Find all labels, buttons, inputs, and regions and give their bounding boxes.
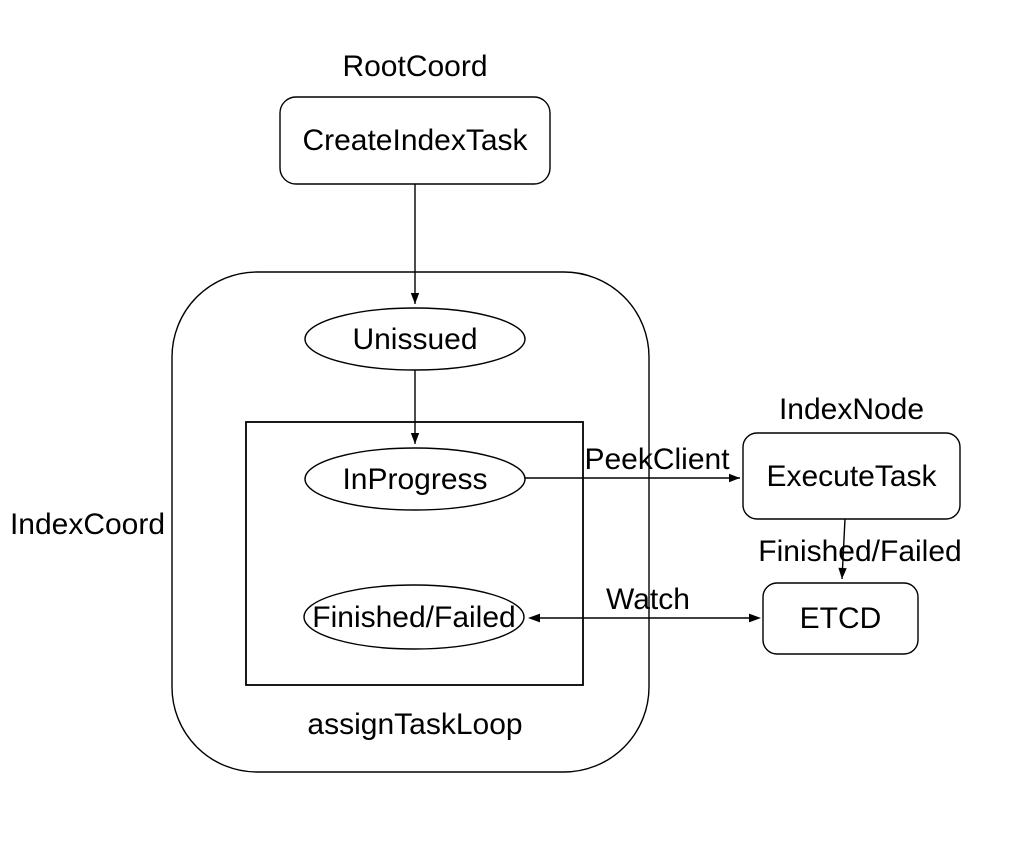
etcd-node-label: ETCD xyxy=(799,602,882,635)
finished-failed-edge-label: Finished/Failed xyxy=(758,534,962,568)
in-progress-state-label: InProgress xyxy=(342,462,488,496)
assign-task-loop-label: assignTaskLoop xyxy=(307,707,523,741)
unissued-state-label: Unissued xyxy=(352,322,478,356)
arrow-execute-task-to-etcd xyxy=(838,518,847,580)
watch-edge-label: Watch xyxy=(606,582,690,616)
root-coord-label: RootCoord xyxy=(342,49,488,83)
in-progress-ellipse xyxy=(304,447,526,511)
execute-task-box xyxy=(742,432,961,520)
index-coord-label: IndexCoord xyxy=(9,507,166,541)
execute-task-node-label: ExecuteTask xyxy=(766,459,937,493)
index-coord-container xyxy=(171,271,650,773)
finished-failed-ellipse xyxy=(303,584,525,650)
etcd-box xyxy=(762,582,919,655)
create-index-task-node-label: CreateIndexTask xyxy=(302,124,528,157)
watch-arrowhead-right xyxy=(749,613,761,623)
index-node-label: IndexNode xyxy=(778,392,925,426)
watch-arrowhead-left xyxy=(528,613,540,623)
peek-client-edge-label: PeekClient xyxy=(584,442,730,476)
finished-failed-state-label: Finished/Failed xyxy=(312,600,516,634)
